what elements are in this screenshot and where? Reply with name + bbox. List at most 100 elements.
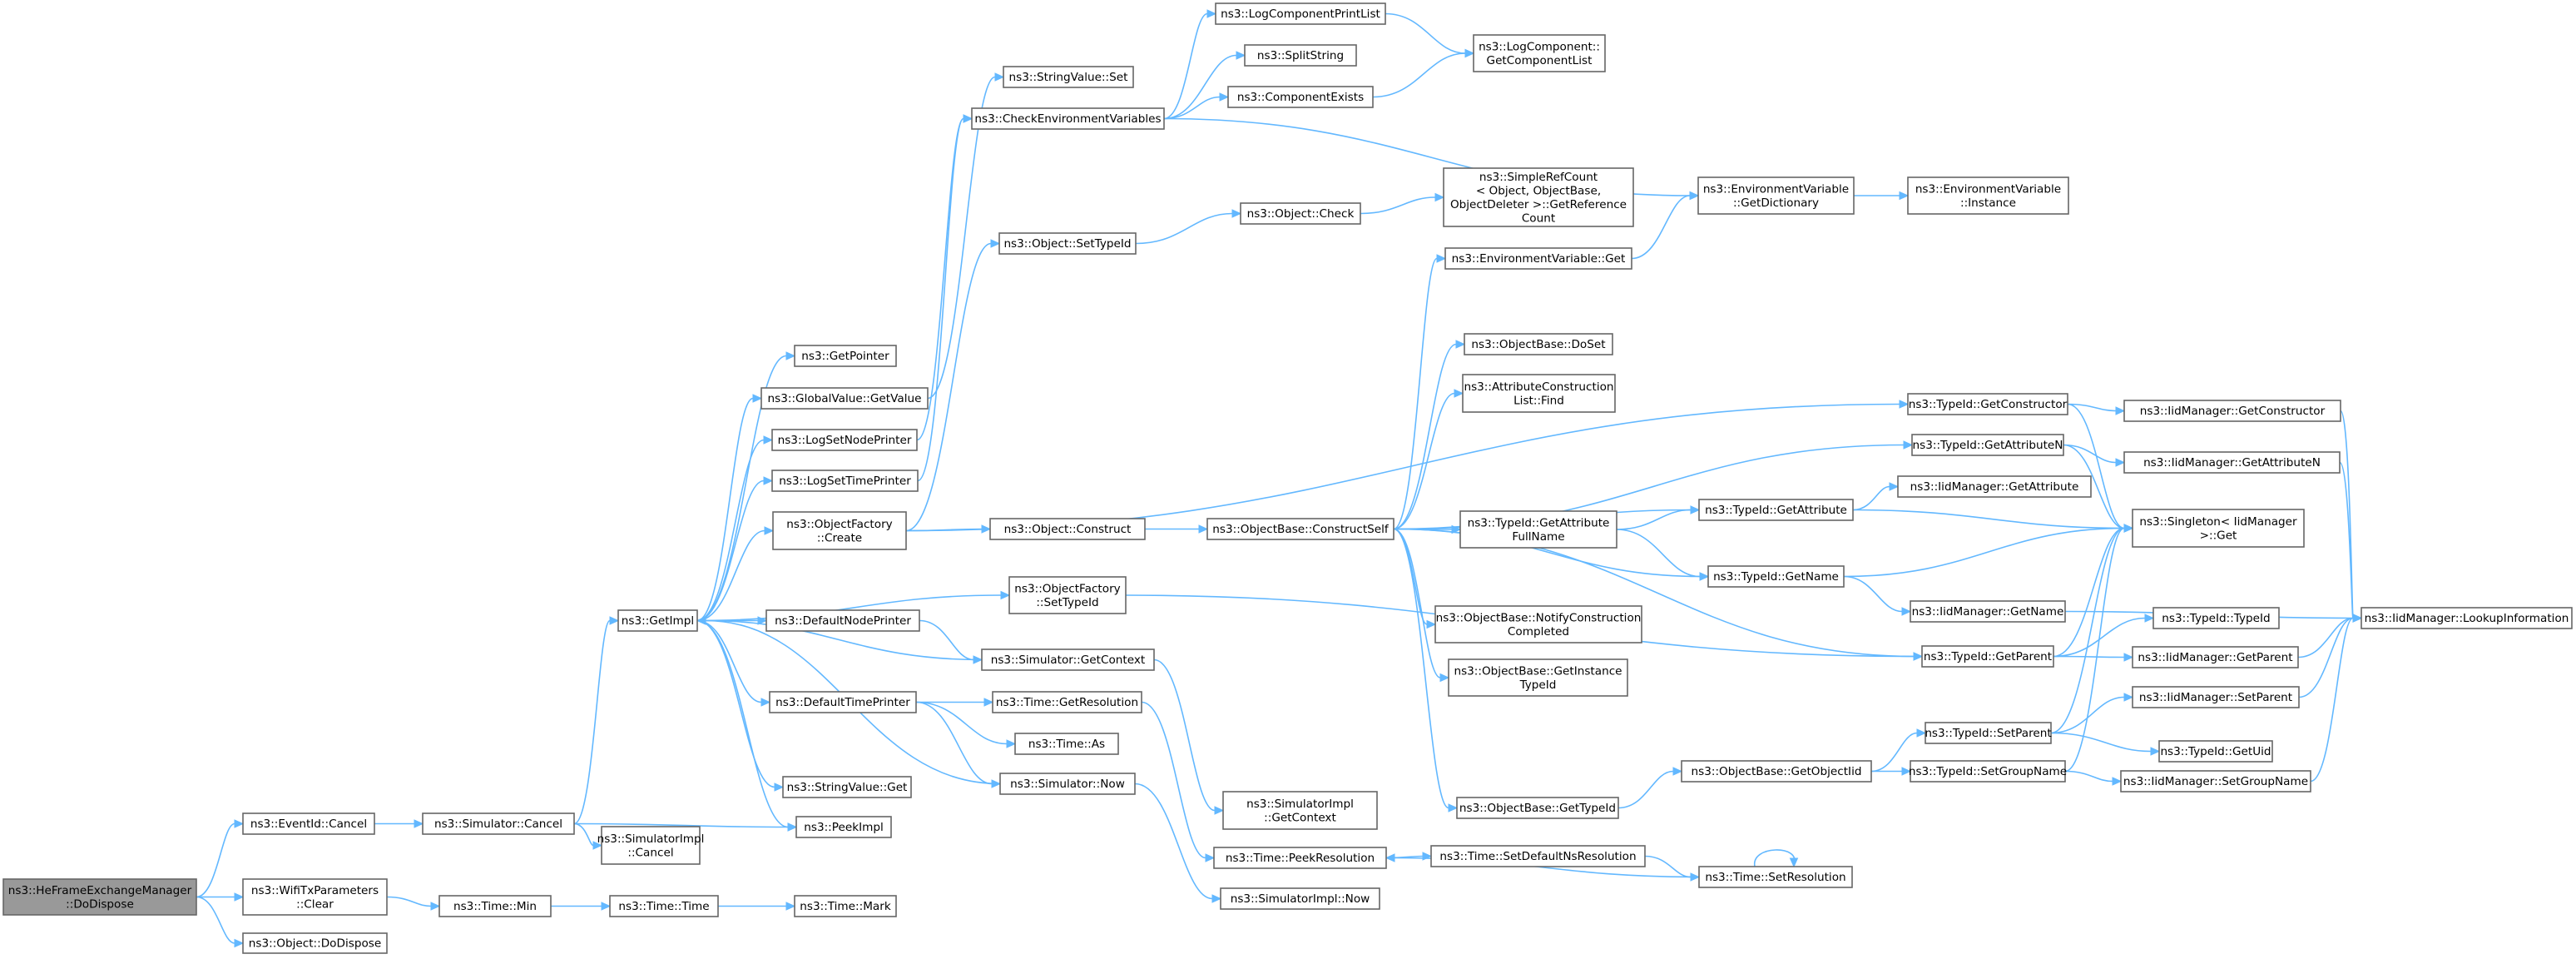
arrowhead [963,114,973,123]
edge-line [1135,212,1233,245]
node-ob-get-object-iid[interactable]: ns3::ObjectBase::GetObjectIid [1681,760,1872,783]
node-box [242,932,388,954]
node-sim-get-context[interactable]: ns3::Simulator::GetContext [981,648,1155,671]
node-ob-get-type-id[interactable]: ns3::ObjectBase::GetTypeId [1456,797,1619,819]
node-tid-get-parent[interactable]: ns3::TypeId::GetParent [1921,645,2054,668]
node-obj-construct[interactable]: ns3::Object::Construct [989,518,1146,540]
node-sim-impl-cancel[interactable]: ns3::SimulatorImpl::Cancel [597,826,705,865]
node-event-cancel[interactable]: ns3::EventId::Cancel [242,812,375,835]
node-tid-get-name[interactable]: ns3::TypeId::GetName [1707,565,1845,588]
edge-time-min-to-time-time [551,902,612,911]
node-sv-set[interactable]: ns3::StringValue::Set [1003,66,1134,88]
node-root[interactable]: ns3::HeFrameExchangeManager::DoDispose [2,878,197,916]
edge-get-impl-to-of-set-type-id [696,590,1011,622]
node-of-create[interactable]: ns3::ObjectFactory::Create [772,511,907,550]
node-label: ns3::IidManager::SetParent [2139,691,2292,704]
node-label: ns3::Simulator::Now [1010,778,1125,791]
node-iid-get-constructor[interactable]: ns3::IidManager::GetConstructor [2123,400,2341,422]
node-tid-get-constructor[interactable]: ns3::TypeId::GetConstructor [1907,393,2068,415]
node-tid-set-group-name[interactable]: ns3::TypeId::SetGroupName [1909,760,2067,783]
edge-line [1393,392,1455,530]
node-sim-impl-get-context[interactable]: ns3::SimulatorImpl::GetContext [1222,791,1378,830]
node-sim-now[interactable]: ns3::Simulator::Now [999,773,1136,795]
edge-sim-cancel-to-sim-impl-cancel [573,822,603,850]
node-ob-notify[interactable]: ns3::ObjectBase::NotifyConstructionCompl… [1434,605,1642,643]
node-tid-get-uid[interactable]: ns3::TypeId::GetUid [2158,740,2273,763]
node-box [1707,565,1845,588]
node-log-set-node[interactable]: ns3::LogSetNodePrinter [771,429,918,451]
node-def-node[interactable]: ns3::DefaultNodePrinter [765,609,920,632]
node-obj-check[interactable]: ns3::Object::Check [1240,202,1361,225]
node-iid-lookup[interactable]: ns3::IidManager::LookupInformation [2361,607,2573,629]
node-get-pointer[interactable]: ns3::GetPointer [794,345,897,367]
node-time-set-def-ns[interactable]: ns3::Time::SetDefaultNsResolution [1430,845,1646,867]
node-label: ns3::IidManager::GetName [1912,605,2064,619]
node-label: TypeId [1519,678,1557,692]
node-time-time[interactable]: ns3::Time::Time [609,895,719,917]
node-label: ns3::HeFrameExchangeManager [8,884,192,897]
node-log-get-list[interactable]: ns3::LogComponent::GetComponentList [1473,34,1606,72]
node-sv-get[interactable]: ns3::StringValue::Get [782,776,912,798]
node-tid-get-attr-n[interactable]: ns3::TypeId::GetAttributeN [1911,434,2064,456]
edge-line [1870,732,1918,773]
node-obj-do-dispose[interactable]: ns3::Object::DoDispose [242,932,388,954]
node-ob-construct-self[interactable]: ns3::ObjectBase::ConstructSelf [1206,518,1395,540]
node-iid-set-parent[interactable]: ns3::IidManager::SetParent [2132,686,2300,708]
node-iid-get-name[interactable]: ns3::IidManager::GetName [1910,600,2066,623]
node-label: List::Find [1513,394,1564,407]
node-wifi-clear[interactable]: ns3::WifiTxParameters::Clear [242,878,388,916]
node-box [1008,576,1127,614]
node-box [1215,2,1386,25]
arrowhead [234,938,245,948]
node-log-print-list[interactable]: ns3::LogComponentPrintList [1215,2,1386,25]
node-log-set-time[interactable]: ns3::LogSetTimePrinter [771,470,919,492]
node-iid-set-group-name[interactable]: ns3::IidManager::SetGroupName [2120,770,2311,793]
node-singleton-get[interactable]: ns3::Singleton< IidManager>::Get [2132,509,2305,548]
node-iid-get-attr[interactable]: ns3::IidManager::GetAttribute [1897,475,2092,498]
node-comp-exists[interactable]: ns3::ComponentExists [1227,86,1374,108]
node-split-string[interactable]: ns3::SplitString [1244,44,1357,67]
node-get-impl[interactable]: ns3::GetImpl [617,609,698,632]
edge-def-time-to-time-as [915,701,1017,748]
node-label: ns3::Object::Check [1247,207,1355,221]
node-time-mark[interactable]: ns3::Time::Mark [794,895,897,917]
node-peek-impl[interactable]: ns3::PeekImpl [795,816,892,838]
node-box [794,895,897,917]
node-label: ns3::LogSetNodePrinter [778,434,912,447]
node-tid-set-parent[interactable]: ns3::TypeId::SetParent [1925,722,2052,744]
node-gv-get-value[interactable]: ns3::GlobalValue::GetValue [760,387,929,410]
node-tid-type-id[interactable]: ns3::TypeId::TypeId [2152,607,2280,629]
edge-tid-set-parent-to-singleton-get [2050,524,2134,734]
node-sim-impl-now[interactable]: ns3::SimulatorImpl::Now [1220,887,1380,910]
node-box [992,691,1142,713]
node-box [242,878,388,916]
edge-gv-get-value-to-sv-set [927,72,1005,400]
node-env-instance[interactable]: ns3::EnvironmentVariable::Instance [1907,176,2069,215]
node-time-get-res[interactable]: ns3::Time::GetResolution [992,691,1142,713]
node-sim-cancel[interactable]: ns3::Simulator::Cancel [422,812,575,835]
node-time-min[interactable]: ns3::Time::Min [438,895,552,917]
node-tid-get-attr[interactable]: ns3::TypeId::GetAttribute [1698,499,1854,521]
edge-tid-get-attr-full-to-tid-get-attr [1616,505,1701,530]
node-label: ns3::LogSetTimePrinter [779,475,911,488]
node-of-set-type-id[interactable]: ns3::ObjectFactory::SetTypeId [1008,576,1127,614]
node-time-set-res[interactable]: ns3::Time::SetResolution [1698,866,1853,888]
node-iid-get-parent[interactable]: ns3::IidManager::GetParent [2132,646,2299,668]
node-def-time[interactable]: ns3::DefaultTimePrinter [769,691,917,713]
node-label: ns3::TypeId::GetParent [1924,650,2052,663]
node-time-peek-res[interactable]: ns3::Time::PeekResolution [1213,847,1387,869]
node-check-env[interactable]: ns3::CheckEnvironmentVariables [971,107,1165,130]
arrowhead [787,822,798,832]
node-label: ::GetDictionary [1733,196,1819,210]
node-ob-do-set[interactable]: ns3::ObjectBase::DoSet [1464,333,1613,355]
node-iid-get-attr-n[interactable]: ns3::IidManager::GetAttributeN [2123,451,2341,474]
node-time-as[interactable]: ns3::Time::As [1014,733,1119,755]
node-label: ns3::ObjectFactory [786,518,892,531]
node-obj-set-type-id[interactable]: ns3::Object::SetTypeId [998,232,1137,255]
node-env-get[interactable]: ns3::EnvironmentVariable::Get [1444,247,1632,270]
node-env-dict[interactable]: ns3::EnvironmentVariable::GetDictionary [1697,176,1855,215]
node-ref-count[interactable]: ns3::SimpleRefCount< Object, ObjectBase,… [1443,167,1634,227]
